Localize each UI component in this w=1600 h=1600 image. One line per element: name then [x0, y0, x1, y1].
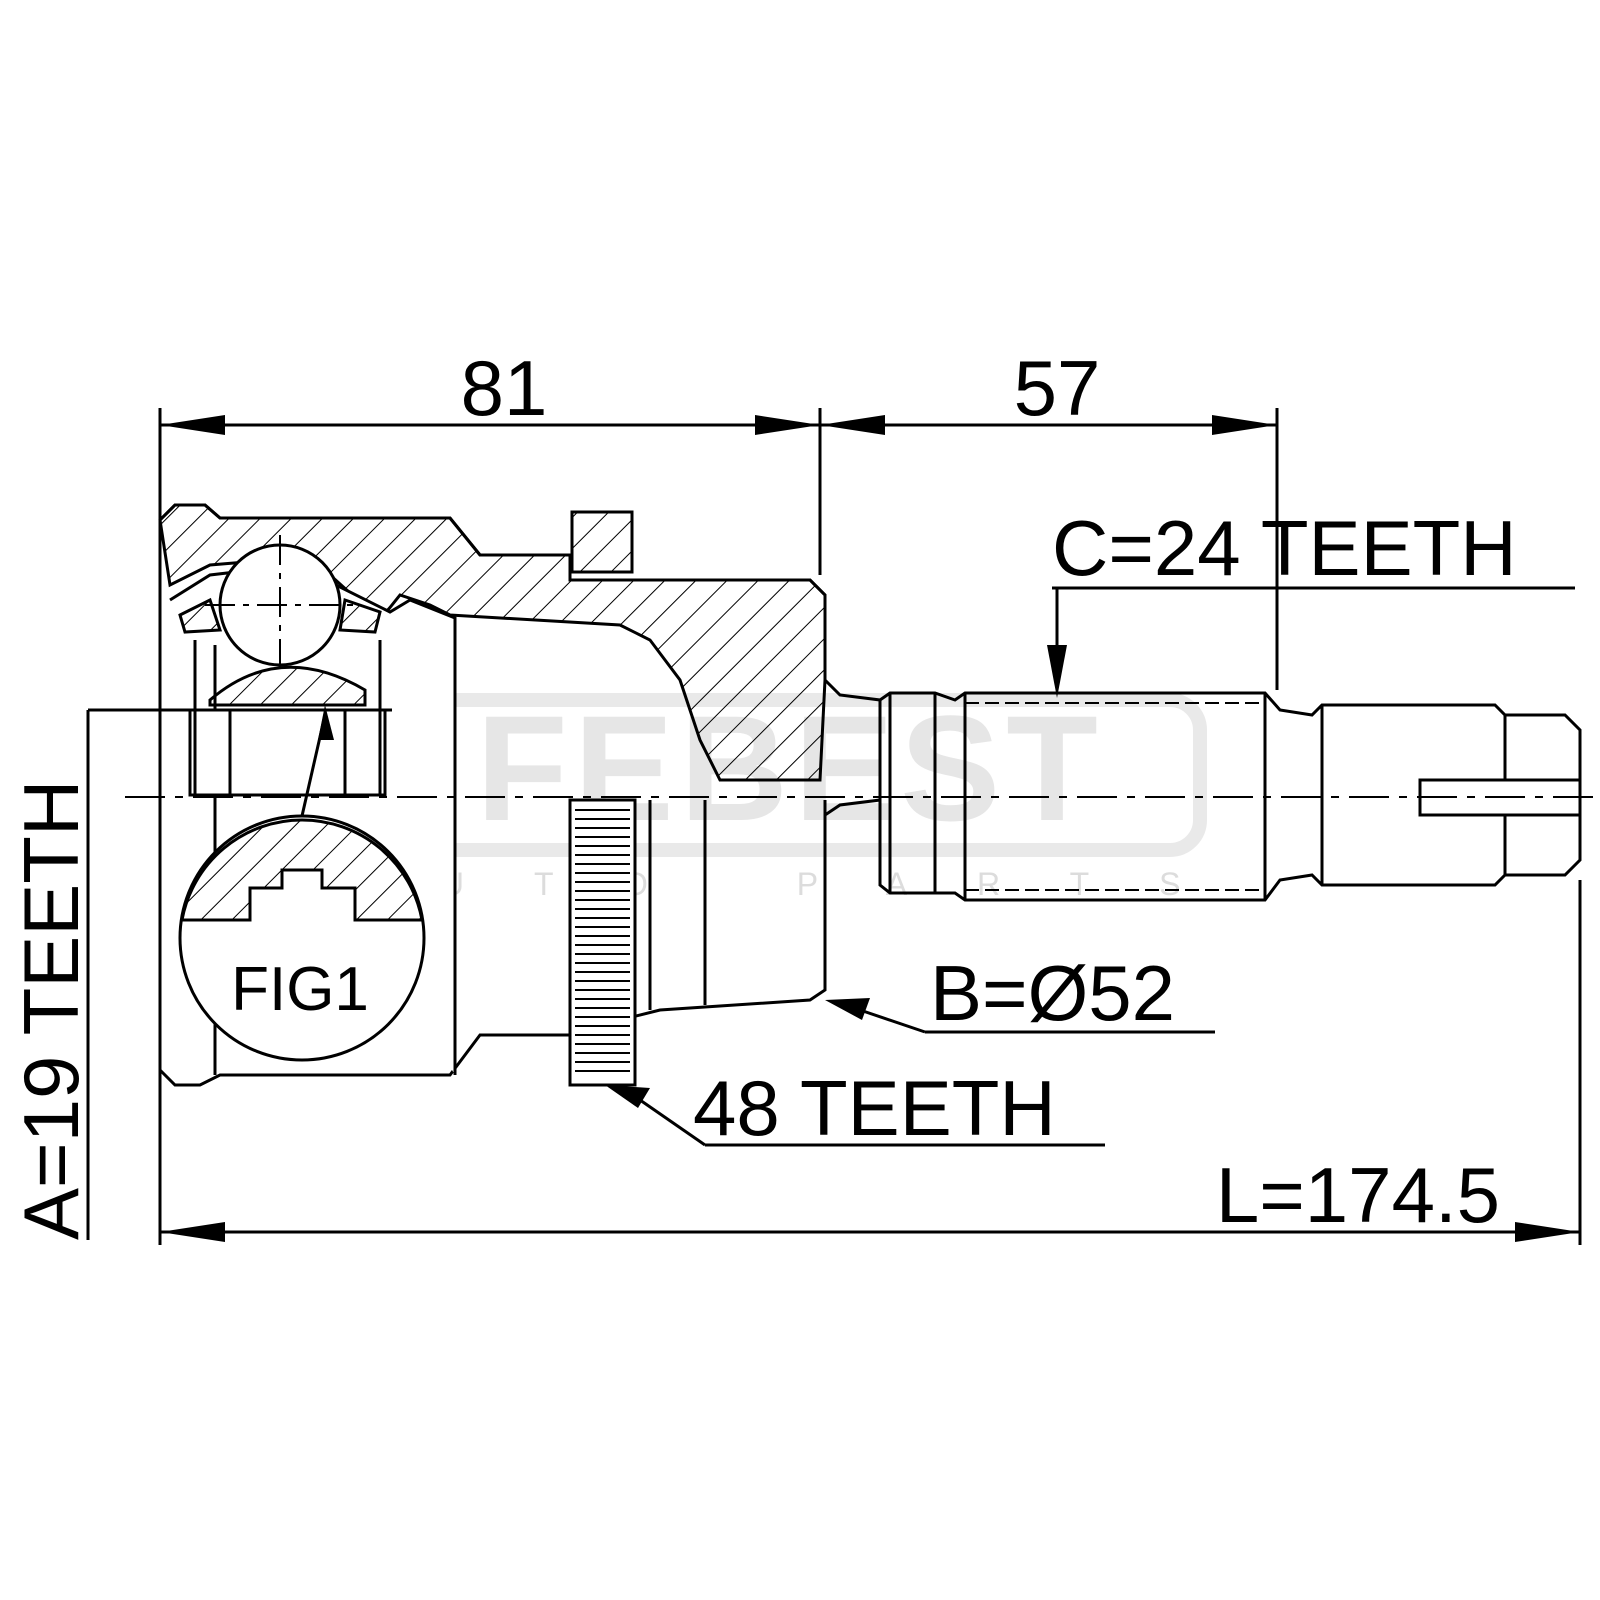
dim-57-arrow-right [1212, 415, 1277, 435]
dim-57-label: 57 [1014, 344, 1101, 432]
ball-cage [178, 535, 387, 797]
callout-inner-spline-label: A=19 TEETH [7, 780, 95, 1240]
callout-abs-ring-arrow [605, 1085, 650, 1108]
dim-length-arrow-left [160, 1222, 225, 1242]
watermark-tagline: AUTO PARTS [350, 866, 1251, 902]
cage-right [338, 598, 382, 634]
callout-outer-spline-label: C=24 TEETH [1052, 504, 1517, 592]
fig1-arrowhead [318, 705, 334, 740]
inner-race-bore [188, 708, 387, 797]
dimensions: 81 57 L=174.5 [158, 344, 1582, 1245]
dim-length-label: L=174.5 [1216, 1151, 1500, 1239]
callout-seal-diameter-label: B=Ø52 [930, 949, 1175, 1037]
shaft-outline [878, 691, 1582, 902]
fig1-detail: FIG1 [178, 705, 426, 1062]
callout-seal-diameter-arrow [825, 998, 870, 1020]
clip-ring [570, 510, 634, 574]
abs-ring [568, 510, 637, 1087]
callout-abs-ring-label: 48 TEETH [693, 1064, 1056, 1152]
abs-ring-teeth [575, 809, 630, 1072]
dim-81-arrow-left [160, 415, 225, 435]
fig1-section-hatch [180, 818, 424, 922]
dim-57-arrow-left [820, 415, 885, 435]
dim-81-arrow-right [755, 415, 820, 435]
dim-length-arrow-right [1515, 1222, 1580, 1242]
callout-abs-ring-leader [639, 1098, 706, 1147]
dim-81-label: 81 [461, 344, 548, 432]
inner-race [208, 665, 367, 707]
callouts: C=24 TEETH B=Ø52 48 TEETH A=19 TEETH [7, 504, 1575, 1240]
callout-outer-spline-arrow [1047, 645, 1067, 698]
abs-ring-body [568, 798, 637, 1087]
cage-left [178, 597, 223, 634]
fig1-label: FIG1 [231, 955, 369, 1024]
callout-seal-diameter-leader [859, 1008, 926, 1034]
